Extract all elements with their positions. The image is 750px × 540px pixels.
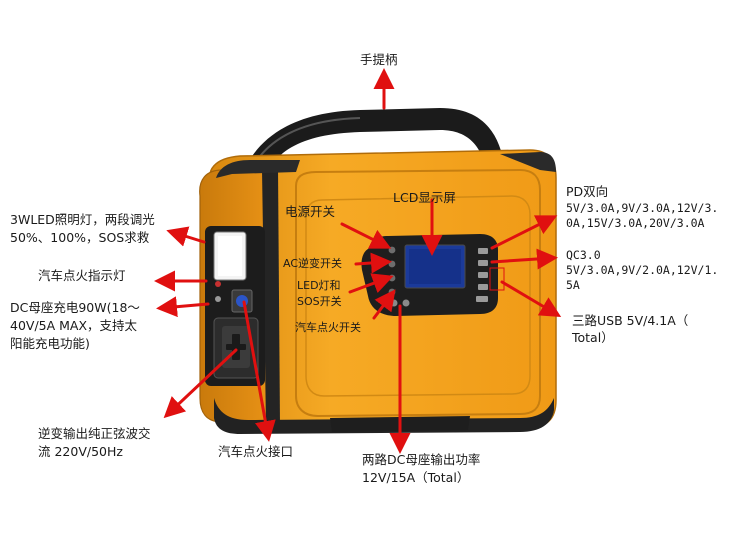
- label-led-switch-line1: LED灯和: [297, 279, 341, 292]
- arrow-car-port: [242, 300, 276, 442]
- label-light-line1: 3WLED照明灯，两段调光: [10, 212, 155, 227]
- arrow-pd: [490, 215, 558, 250]
- label-car-switch: 汽车点火开关: [295, 321, 361, 334]
- label-pd-line1: 5V/3.0A,9V/3.0A,12V/3.: [566, 201, 719, 215]
- arrow-dc-in: [156, 296, 210, 318]
- label-light-line2: 50%、100%，SOS求救: [10, 230, 150, 245]
- label-ac-switch: AC逆变开关: [283, 257, 343, 270]
- label-led-switch-line2: SOS开关: [297, 295, 342, 308]
- arrow-light: [166, 226, 206, 247]
- arrow-ac-switch: [354, 252, 392, 274]
- label-dc-in-line2: 40V/5A MAX，支持太: [10, 318, 138, 333]
- label-dc-in-line3: 阳能充电功能): [10, 336, 90, 351]
- label-dc-out-line2: 12V/15A（Total）: [362, 470, 470, 485]
- label-car-indicator: 汽车点火指示灯: [38, 268, 126, 283]
- arrow-inverter: [163, 348, 238, 419]
- label-handle: 手提柄: [360, 52, 398, 67]
- arrow-car-switch: [372, 289, 396, 320]
- label-lcd: LCD显示屏: [393, 190, 456, 205]
- label-car-port: 汽车点火接口: [218, 444, 294, 459]
- label-inverter-line1: 逆变输出纯正弦波交: [38, 426, 151, 441]
- front-panel: [361, 234, 505, 316]
- label-inverter-line2: 流 220V/50Hz: [38, 444, 123, 459]
- label-usb-line2: Total）: [572, 330, 614, 345]
- arrow-power-switch: [340, 222, 392, 249]
- label-power-switch: 电源开关: [285, 204, 336, 219]
- side-panel: [205, 226, 265, 386]
- arrow-usb: [500, 280, 562, 318]
- arrow-led-switch: [348, 273, 394, 294]
- label-dc-in-line1: DC母座充电90W(18～: [10, 300, 140, 315]
- label-pd-title: PD双向: [566, 184, 609, 199]
- label-qc-line2: 5A: [566, 278, 580, 292]
- label-qc-title: QC3.0: [566, 248, 601, 262]
- label-dc-out-line1: 两路DC母座输出功率: [362, 452, 481, 467]
- annotation-arrows: [154, 68, 562, 454]
- label-usb-line1: 三路USB 5V/4.1A（: [572, 313, 689, 328]
- label-pd-line2: 0A,15V/3.0A,20V/3.0A: [566, 216, 705, 230]
- label-qc-line1: 5V/3.0A,9V/2.0A,12V/1.: [566, 263, 719, 277]
- arrow-qc: [490, 248, 558, 270]
